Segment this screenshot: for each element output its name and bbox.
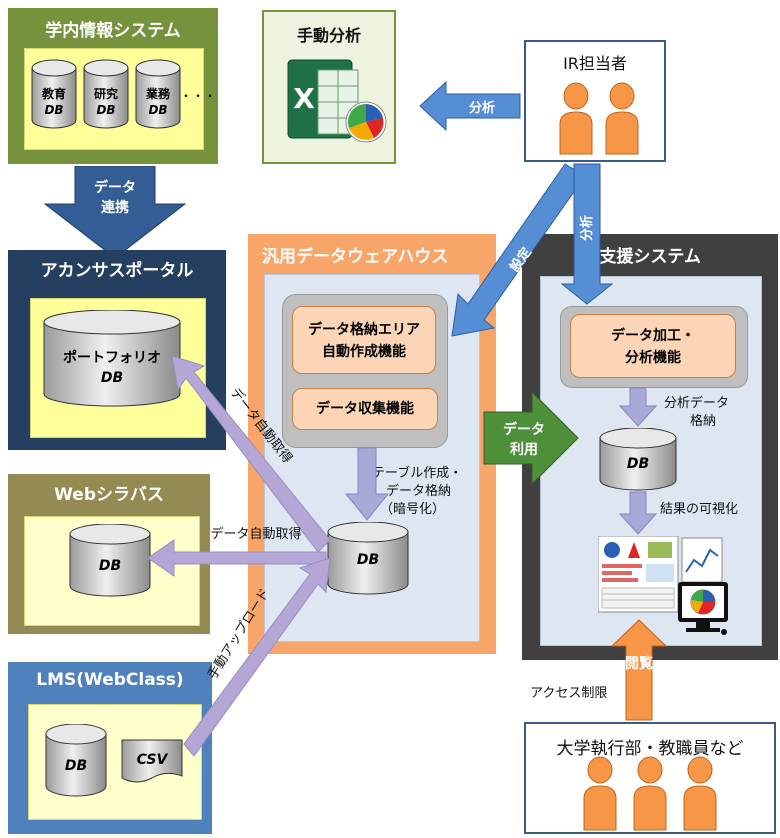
visualization-note: 結果の可視化: [660, 502, 739, 517]
ir-staff-title: IR担当者: [563, 54, 627, 73]
ir-internal-arrow-1: [618, 387, 658, 427]
manual-upload-label: 手動アップロード: [205, 586, 273, 682]
data-link-arrow: データ 連携: [43, 166, 187, 259]
csv-file-icon: CSV: [121, 739, 183, 783]
analysis-data-storage-note-2: 格納: [690, 414, 717, 429]
auto-fetch-portal-arrow: データ自動取得: [171, 355, 331, 553]
portfolio-db-db: DB: [101, 370, 123, 386]
csv-label: CSV: [137, 752, 169, 768]
campus-info-system-title: 学内情報システム: [45, 21, 181, 41]
dwh-db-cylinder: DB: [327, 522, 409, 595]
excel-icon: X: [287, 59, 387, 143]
auto-area-creation-function: データ格納エリア 自動作成機能: [292, 306, 436, 374]
analysis-left-label: 分析: [469, 100, 495, 116]
data-link-label-1: データ: [94, 179, 136, 196]
db-cylinder-education: 教育 DB: [31, 59, 77, 129]
monitor-icon: [678, 582, 728, 635]
dwh-db-label: DB: [357, 552, 379, 568]
executives-title: 大学執行部・教職員など: [556, 739, 744, 759]
lms-title: LMS(WebClass): [36, 670, 184, 690]
data-processing-function: データ加工・ 分析機能: [570, 314, 736, 378]
db-business-db: DB: [148, 103, 167, 117]
person-icon: [683, 756, 717, 831]
data-use-label-2: 利用: [510, 441, 538, 458]
acanthus-portal-title: アカンサスポータル: [40, 261, 194, 281]
db-education-db: DB: [44, 103, 63, 117]
db-business-label: 業務: [145, 86, 171, 101]
syllabus-db-cylinder: DB: [69, 524, 151, 597]
syllabus-db-label: DB: [99, 558, 121, 574]
dwh-internal-arrow: [344, 447, 390, 521]
person-icon: [633, 756, 667, 831]
settings-arrow: 設定: [451, 163, 586, 337]
db-cylinder-business: 業務 DB: [135, 59, 181, 129]
manual-analysis-title: 手動分析: [296, 26, 361, 45]
table-create-note-2: データ格納: [386, 484, 452, 499]
db-research-label: 研究: [94, 86, 118, 101]
dashboard-reports-icon: [598, 536, 728, 635]
data-link-label-2: 連携: [101, 199, 129, 216]
db-research-db: DB: [96, 103, 115, 117]
person-icon: [605, 82, 639, 155]
auto-fetch-syllabus-arrow: データ自動取得: [147, 526, 327, 577]
ir-internal-arrow-2: [618, 491, 658, 535]
executives-person-icons: [583, 756, 717, 831]
portfolio-db-cylinder: ポートフォリオ DB: [43, 310, 181, 407]
db-education-label: 教育: [41, 86, 66, 101]
table-create-note-1: テーブル作成・: [372, 466, 463, 481]
campus-db-cylinders: 教育 DB 研究 DB 業務 DB ・・・: [31, 59, 216, 129]
ir-db-label: DB: [627, 456, 649, 472]
person-icon: [583, 756, 617, 831]
browse-label-1: 閲覧: [625, 655, 653, 672]
analysis-down-arrow: 分析: [560, 163, 614, 305]
db-cylinder-research: 研究 DB: [83, 59, 129, 129]
web-syllabus-title: Webシラバス: [54, 485, 164, 505]
ir-support-system-title: IR支援システム: [580, 247, 701, 267]
ir-staff-panel: IR担当者: [524, 40, 666, 162]
portfolio-db-label: ポートフォリオ: [63, 349, 161, 366]
data-processing-label-1: データ加工・: [611, 328, 695, 344]
data-warehouse-title: 汎用データウェアハウス: [262, 247, 449, 267]
data-processing-label-2: 分析機能: [625, 350, 681, 366]
more-dots: ・・・: [180, 89, 216, 103]
analysis-data-storage-note-1: 分析データ: [664, 396, 730, 411]
ir-staff-person-icons: [559, 82, 639, 155]
access-restriction-label: アクセス制限: [530, 686, 608, 701]
svg-text:X: X: [293, 82, 315, 115]
data-use-label-1: データ: [503, 421, 545, 438]
table-create-note-3: （暗号化）: [380, 502, 446, 517]
lms-db-label: DB: [65, 758, 87, 774]
browse-arrow: 閲覧: [610, 619, 668, 721]
auto-area-creation-label-2: 自動作成機能: [322, 344, 406, 360]
person-icon: [559, 82, 593, 155]
auto-area-creation-label-1: データ格納エリア: [308, 322, 420, 338]
data-use-arrow: データ 利用: [483, 390, 579, 486]
manual-upload-arrow: 手動アップロード: [183, 557, 331, 757]
analysis-left-arrow: 分析: [419, 80, 521, 132]
lms-db-cylinder: DB: [45, 724, 107, 797]
data-collection-function: データ収集機能: [292, 388, 438, 430]
ir-db-cylinder: DB: [599, 428, 677, 491]
analysis-down-label: 分析: [579, 215, 595, 241]
auto-fetch-syllabus-label: データ自動取得: [210, 526, 301, 542]
